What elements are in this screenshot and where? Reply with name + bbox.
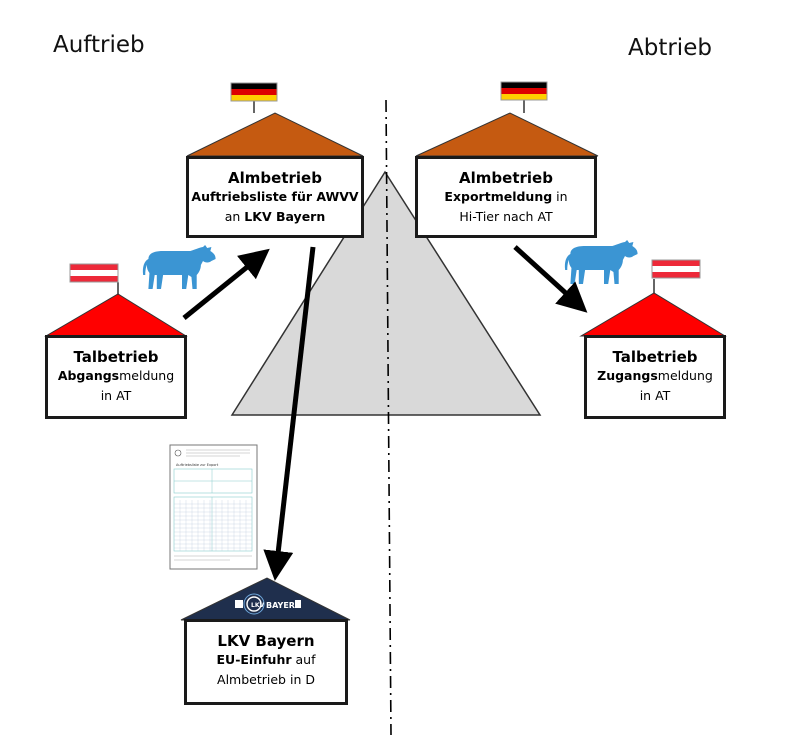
alm-right-line1: Exportmeldung in — [444, 189, 568, 204]
tal-right-line1: Zugangsmeldung — [597, 368, 713, 383]
alm-left-line2: an LKV Bayern — [224, 209, 326, 224]
cow-icon — [564, 240, 638, 284]
tal-right-roof — [579, 292, 727, 337]
lkv-line1: EU-Einfuhr auf — [216, 652, 316, 667]
tal-left-line2: in AT — [100, 388, 132, 403]
german-flag-icon — [230, 82, 278, 102]
alm-left-roof — [186, 112, 364, 157]
tal-right-box: Talbetrieb Zugangsmeldung in AT — [584, 335, 726, 419]
svg-text:LKV: LKV — [251, 602, 264, 609]
lkv-line2: Almbetrieb in D — [217, 672, 315, 687]
alm-right-line2: Hi-Tier nach AT — [459, 209, 553, 224]
alm-right-title: Almbetrieb — [459, 169, 553, 187]
arrow-alm-right-to-tal-right — [513, 245, 588, 313]
document-heading: Auftriebsliste zur Export — [176, 463, 219, 467]
lkv-logo-text: BAYERN — [266, 601, 302, 610]
lkv-roof — [180, 577, 351, 621]
german-flag-icon — [500, 81, 548, 101]
arrow-tal-left-to-alm-left — [182, 248, 270, 320]
cow-icon — [142, 245, 216, 289]
tal-left-title: Talbetrieb — [73, 348, 159, 366]
tal-left-line1: Abgangsmeldung — [57, 368, 175, 383]
alm-right-roof — [415, 112, 599, 157]
alm-left-line1: Auftriebsliste für AWVV — [191, 189, 359, 204]
tal-right-title: Talbetrieb — [612, 348, 698, 366]
document-thumbnail: Auftriebsliste zur Export — [169, 444, 258, 570]
label-auftrieb: Auftrieb — [53, 32, 145, 58]
lkv-title: LKV Bayern — [217, 632, 315, 650]
arrow-alm-left-to-lkv — [263, 246, 316, 581]
austrian-flag-icon — [651, 259, 701, 279]
alm-left-title: Almbetrieb — [228, 169, 322, 187]
tal-right-line2: in AT — [639, 388, 671, 403]
tal-left-roof — [44, 293, 188, 337]
lkv-logo: LKV BAYERN — [235, 593, 302, 615]
austrian-flag-icon — [69, 263, 119, 283]
tal-left-box: Talbetrieb Abgangsmeldung in AT — [45, 335, 187, 419]
lkv-box: LKV Bayern EU-Einfuhr auf Almbetrieb in … — [184, 619, 348, 705]
label-abtrieb: Abtrieb — [628, 35, 712, 61]
alm-left-box: Almbetrieb Auftriebsliste für AWVV an LK… — [186, 156, 364, 238]
alm-right-box: Almbetrieb Exportmeldung in Hi-Tier nach… — [415, 156, 597, 238]
border-line — [385, 99, 392, 736]
